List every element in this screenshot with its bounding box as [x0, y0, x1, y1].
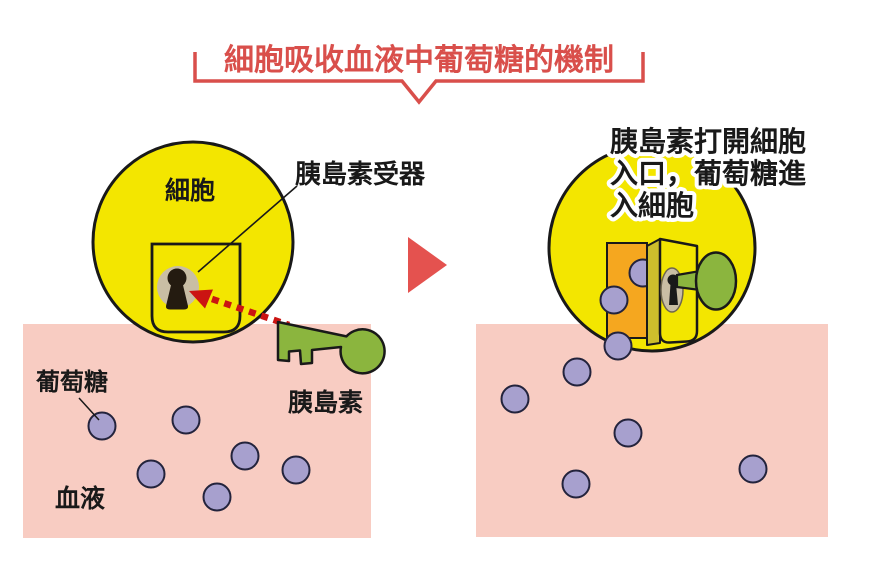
- inserted-key-icon: [675, 251, 738, 311]
- title-bracket: [193, 52, 645, 105]
- glucose-label: 葡萄糖: [35, 368, 108, 396]
- right-blood-region: [476, 324, 828, 537]
- receptor-pointer-line: [197, 185, 298, 273]
- glucose-molecule: [230, 441, 260, 471]
- glucose-molecule: [738, 454, 768, 484]
- right-keyhole-icon: [667, 274, 679, 305]
- right-glucose-blood: [500, 331, 768, 499]
- left-cell-door: [150, 242, 242, 334]
- glucose-molecule: [281, 455, 311, 485]
- glucose-molecule: [562, 357, 592, 387]
- glucose-molecule: [613, 418, 643, 448]
- diagram-title: 細胞吸收血液中葡萄糖的機制: [224, 44, 614, 77]
- blood-label: 血液: [55, 484, 105, 513]
- glucose-molecule: [136, 459, 166, 489]
- right-open-door: [646, 237, 738, 346]
- keyhole-icon: [165, 268, 189, 310]
- glucose-molecule: [500, 384, 530, 414]
- glucose-pointer-line: [78, 397, 100, 421]
- glucose-molecule: [603, 331, 633, 361]
- caption-line-2: 入口，葡萄糖進: [610, 158, 806, 189]
- left-cell-label: 細胞: [165, 177, 215, 205]
- caption-line-3: 入細胞: [610, 189, 694, 221]
- left-glucose-group: [87, 405, 311, 512]
- glucose-molecule: [202, 482, 232, 512]
- next-step-arrow: [408, 237, 447, 293]
- insulin-key-icon: [276, 320, 386, 375]
- glucose-molecule: [599, 285, 629, 315]
- glucose-molecule: [171, 405, 201, 435]
- caption-line-1: 胰島素打開細胞: [610, 125, 806, 157]
- glucose-molecule: [87, 411, 117, 441]
- left-cell-circle: [91, 140, 295, 344]
- insulin-label: 胰島素: [288, 388, 363, 417]
- door-panel-side: [646, 238, 661, 346]
- insulin-direction-arrow: [189, 289, 291, 329]
- glucose-molecule: [561, 469, 591, 499]
- receptor-label: 胰島素受器: [295, 159, 426, 189]
